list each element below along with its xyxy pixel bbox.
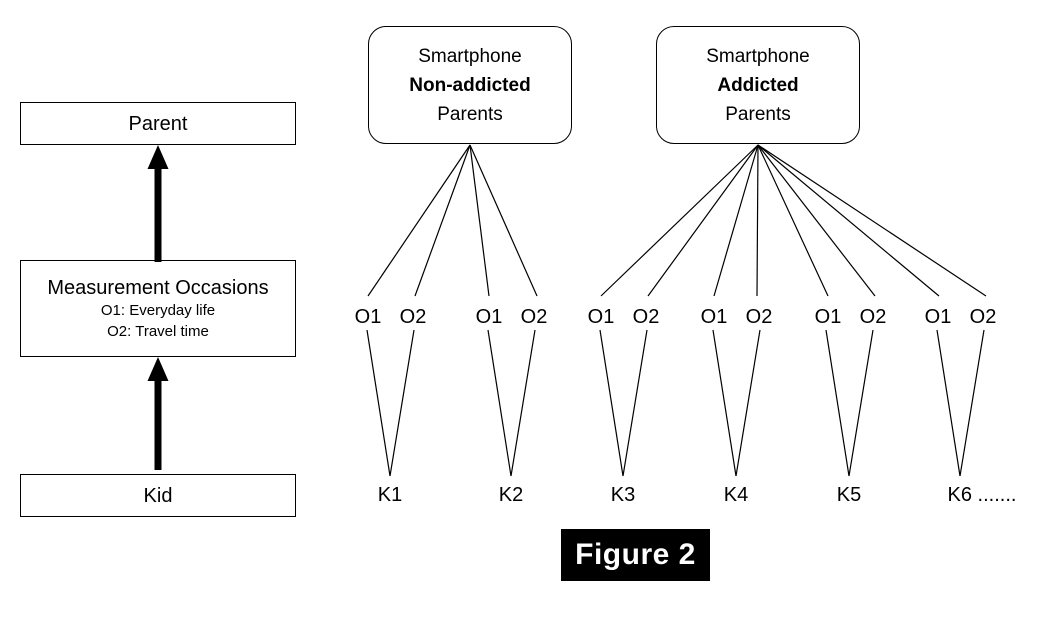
occasion-label-g2-k6-o2: O2: [969, 306, 997, 328]
occasion-label-g2-k3-o1: O1: [587, 306, 615, 328]
occasion-label-g2-k5-o2: O2: [859, 306, 887, 328]
occasion-label-g2-k6-o1: O1: [924, 306, 952, 328]
measurement-occasions-title: Measurement Occasions: [47, 276, 269, 299]
occasion-label-g1-k2-o1: O1: [475, 306, 503, 328]
occasion-o2-description: O2: Travel time: [107, 322, 209, 340]
group-addicted-line1: Smartphone: [706, 45, 810, 67]
occasion-label-g2-k4-o2: O2: [745, 306, 773, 328]
parent-box-title: Parent: [128, 112, 188, 135]
arrow-occasions-to-parent: [147, 145, 169, 262]
figure-badge-label: Figure 2: [575, 538, 696, 571]
occasion-label-g1-k1-o2: O2: [399, 306, 427, 328]
group-addicted-line2: Addicted: [717, 74, 799, 96]
occasion-label-g1-k2-o2: O2: [520, 306, 548, 328]
group-non-addicted-line2: Non-addicted: [409, 74, 531, 96]
occasion-label-g2-k3-o2: O2: [632, 306, 660, 328]
group-box-addicted: Smartphone Addicted Parents: [656, 26, 860, 144]
arrow-kid-to-occasions: [147, 357, 169, 470]
group-box-non-addicted: Smartphone Non-addicted Parents: [368, 26, 572, 144]
kid-label-k3: K3: [610, 484, 636, 506]
parent-box: Parent: [20, 102, 296, 145]
fan-lines-non-addicted: [367, 144, 538, 297]
kid-label-k1: K1: [377, 484, 403, 506]
fan-lines-addicted: [600, 144, 987, 297]
group-addicted-line3: Parents: [725, 103, 791, 125]
kid-box: Kid: [20, 474, 296, 517]
kid-label-k6: K6 .......: [947, 484, 1017, 506]
kid-label-k4: K4: [723, 484, 749, 506]
group-non-addicted-line1: Smartphone: [418, 45, 522, 67]
figure-badge: Figure 2: [561, 529, 710, 581]
kid-box-title: Kid: [143, 484, 173, 507]
v-connectors-kids: [366, 329, 985, 477]
kid-label-k2: K2: [498, 484, 524, 506]
occasion-o1-description: O1: Everyday life: [100, 301, 216, 319]
occasion-label-g2-k4-o1: O1: [700, 306, 728, 328]
occasion-label-g1-k1-o1: O1: [354, 306, 382, 328]
occasion-label-g2-k5-o1: O1: [814, 306, 842, 328]
group-non-addicted-line3: Parents: [437, 103, 503, 125]
kid-label-k5: K5: [836, 484, 862, 506]
measurement-occasions-box: Measurement Occasions O1: Everyday life …: [20, 260, 296, 357]
